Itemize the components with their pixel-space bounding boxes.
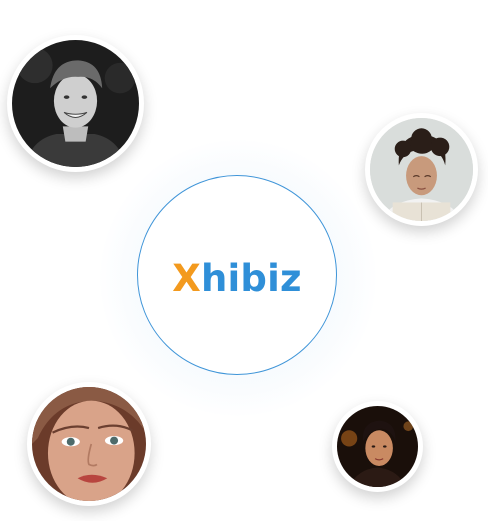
logo-text: hibiz — [201, 256, 302, 300]
avatar-top-right — [365, 113, 478, 226]
person-photo-icon — [370, 118, 473, 221]
avatar-bottom-left — [27, 382, 151, 506]
avatar-bottom-right — [332, 401, 423, 492]
person-photo-icon — [12, 40, 139, 167]
center-ring — [137, 175, 337, 375]
person-photo-icon — [337, 406, 418, 487]
logo-accent-letter: X — [172, 256, 201, 300]
avatar-top-left — [7, 35, 144, 172]
person-photo-icon — [32, 387, 146, 501]
